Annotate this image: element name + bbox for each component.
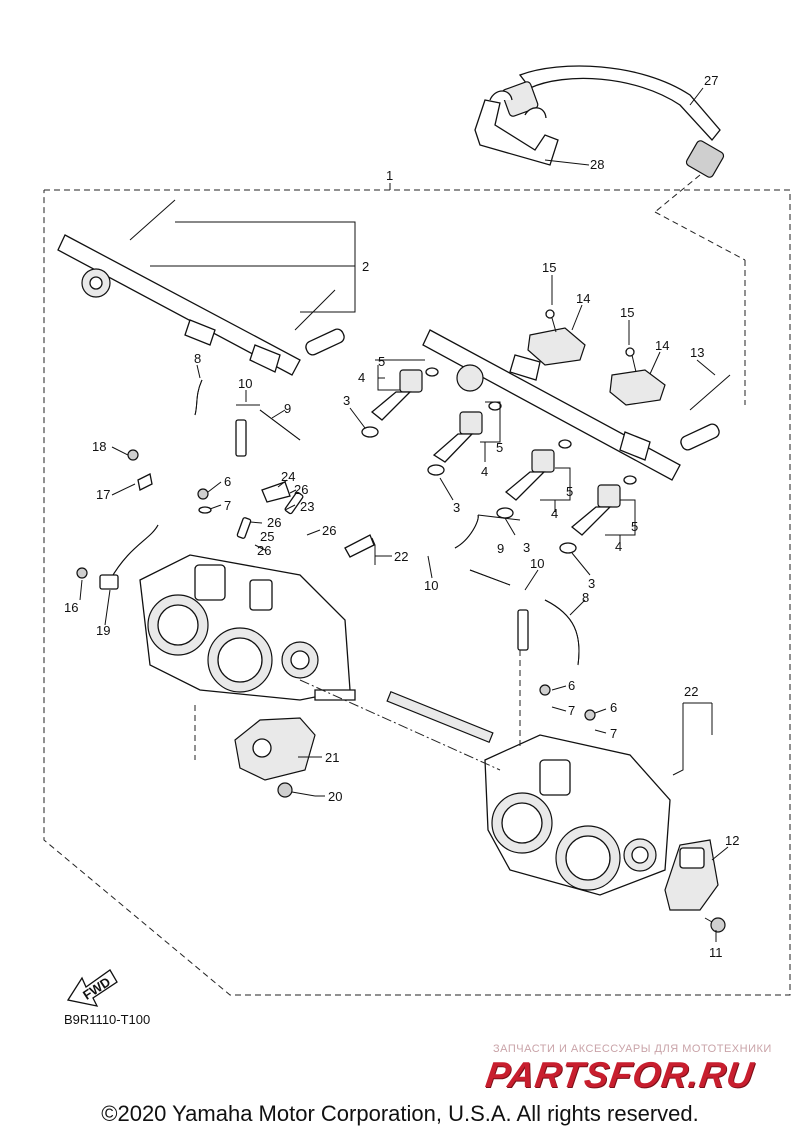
callout-22: 22 [684, 684, 698, 699]
callout-7: 7 [224, 498, 231, 513]
watermark-logo: PARTSFOR.RU [483, 1054, 757, 1095]
callout-15: 15 [620, 305, 634, 320]
callout-22: 22 [394, 549, 408, 564]
callout-24: 24 [281, 469, 295, 484]
callout-26: 26 [322, 523, 336, 538]
reference-code: B9R1110-T100 [64, 1012, 151, 1027]
callout-9: 9 [284, 401, 291, 416]
callout-26: 26 [294, 482, 308, 497]
callout-27: 27 [704, 73, 718, 88]
callout-23: 23 [300, 499, 314, 514]
screw-20 [277, 782, 316, 798]
screw-11 [704, 917, 726, 933]
callout-4: 4 [481, 464, 488, 479]
callout-15: 15 [542, 260, 556, 275]
callout-3: 3 [343, 393, 350, 408]
callout-26: 26 [257, 543, 271, 558]
copyright-notice: ©2020 Yamaha Motor Corporation, U.S.A. A… [101, 1101, 699, 1126]
callout-3: 3 [588, 576, 595, 591]
callout-14: 14 [655, 338, 669, 353]
injector-4 [559, 475, 637, 554]
injector-3 [496, 439, 572, 519]
callout-14: 14 [576, 291, 590, 306]
throttle-body-lower [484, 734, 671, 896]
sensor-14-a [527, 309, 586, 366]
callout-12: 12 [725, 833, 739, 848]
callout-5: 5 [631, 519, 638, 534]
callout-3: 3 [453, 500, 460, 515]
throttle-position-sensor-21 [234, 717, 316, 781]
callout-6: 6 [568, 678, 575, 693]
small-parts-left [76, 449, 375, 590]
callout-6: 6 [224, 474, 231, 489]
watermark-tagline: ЗАПЧАСТИ И АКСЕССУАРЫ ДЛЯ МОТОТЕХНИКИ [493, 1043, 772, 1055]
callout-10: 10 [530, 556, 544, 571]
assembly-boundary [43, 189, 791, 996]
throttle-body-upper [139, 554, 356, 701]
callout-10: 10 [238, 376, 252, 391]
callout-25: 25 [260, 529, 274, 544]
callout-7: 7 [568, 703, 575, 718]
callout-8: 8 [582, 590, 589, 605]
hoses-left [194, 379, 301, 514]
callout-labels: 1 2 3 3 3 3 4 4 4 4 5 5 5 5 6 6 6 7 7 7 … [64, 73, 739, 960]
callout-1: 1 [386, 168, 393, 183]
callout-11: 11 [709, 945, 723, 960]
callout-28: 28 [590, 157, 604, 172]
callout-6: 6 [610, 700, 617, 715]
sensor-12 [664, 839, 719, 911]
callout-17: 17 [96, 487, 110, 502]
fuel-rail-left [57, 199, 345, 376]
callout-4: 4 [551, 506, 558, 521]
callout-5: 5 [566, 484, 573, 499]
throttle-shaft-centerline [299, 679, 501, 771]
callout-16: 16 [64, 600, 78, 615]
callout-10: 10 [424, 578, 438, 593]
callout-5: 5 [378, 354, 385, 369]
callout-5: 5 [496, 440, 503, 455]
callout-19: 19 [96, 623, 110, 638]
callout-3: 3 [523, 540, 530, 555]
injector-2 [427, 401, 502, 476]
callout-13: 13 [690, 345, 704, 360]
callout-9: 9 [497, 541, 504, 556]
callout-7: 7 [610, 726, 617, 741]
hoses-right [454, 514, 596, 721]
callout-20: 20 [328, 789, 342, 804]
throttle-shaft [386, 690, 494, 744]
leader-lines [79, 87, 729, 942]
callout-8: 8 [194, 351, 201, 366]
hose-bracket [474, 90, 559, 166]
callout-4: 4 [358, 370, 365, 385]
callout-18: 18 [92, 439, 106, 454]
callout-21: 21 [325, 750, 339, 765]
callout-26: 26 [267, 515, 281, 530]
callout-4: 4 [615, 539, 622, 554]
sensor-14-b [609, 347, 666, 406]
fwd-arrow-icon: FWD [66, 969, 118, 1007]
fuel-hose-assembly [501, 65, 746, 405]
injector-1 [361, 367, 439, 438]
fuel-rail-right [422, 329, 731, 481]
callout-2: 2 [362, 259, 369, 274]
